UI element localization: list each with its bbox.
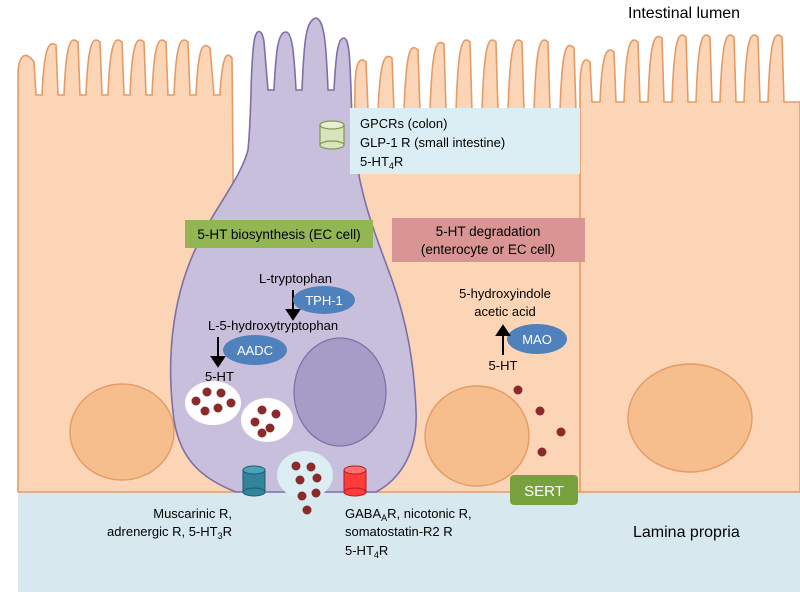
enterocyte-middle-nucleus (424, 385, 530, 487)
degradation-line1: 5-HT degradation (436, 224, 541, 239)
intestinal-lumen-label: Intestinal lumen (628, 5, 740, 22)
vesicle-1 (185, 381, 241, 425)
l5htp-label: L-5-hydroxytryptophan (208, 318, 338, 333)
arrow-5ht-to-hiaa (495, 324, 511, 355)
vesicle-2 (241, 398, 293, 442)
aadc-enzyme: AADC (223, 335, 287, 365)
tph1-enzyme: TPH-1 (293, 286, 355, 314)
basal-right-line1: GABAAR, nicotonic R, (345, 506, 472, 523)
5ht-right-label: 5-HT (489, 358, 518, 373)
lamina-propria-label: Lamina propria (633, 524, 740, 541)
lamina-propria-region (18, 478, 800, 592)
basal-left-line1: Muscarinic R, (153, 506, 232, 521)
svg-text:TPH-1: TPH-1 (305, 293, 343, 308)
serotonin-granules (513, 385, 566, 457)
enterocyte-right (579, 34, 800, 493)
5ht-left-label: 5-HT (205, 369, 234, 384)
basal-receptor-left (242, 465, 266, 497)
basal-right-line2: somatostatin-R2 R (345, 524, 453, 539)
enterocyte-left-nucleus (69, 383, 175, 481)
basal-right-line3: 5-HT4R (345, 543, 388, 560)
sert-transporter: SERT (510, 475, 578, 505)
svg-text:AADC: AADC (237, 343, 273, 358)
basal-receptor-right (343, 465, 367, 497)
hiaa-line1: 5-hydroxyindole (459, 286, 551, 301)
hiaa-line2: acetic acid (474, 304, 535, 319)
arrow-trp-to-5htp (285, 290, 301, 321)
degradation-box: 5-HT degradation (enterocyte or EC cell) (392, 218, 585, 262)
basal-left-line2: adrenergic R, 5-HT3R (107, 524, 232, 541)
biosynthesis-box: 5-HT biosynthesis (EC cell) (185, 220, 373, 248)
arrow-5htp-to-5ht (210, 337, 226, 368)
vesicle-3 (277, 451, 333, 515)
apical-receptor (319, 120, 345, 150)
biosynthesis-label: 5-HT biosynthesis (EC cell) (197, 227, 360, 242)
receptors-line1: GPCRs (colon) (360, 116, 447, 131)
receptors-box: GPCRs (colon) GLP-1 R (small intestine) … (350, 108, 580, 174)
l-tryptophan-label: L-tryptophan (259, 271, 332, 286)
degradation-line2: (enterocyte or EC cell) (421, 242, 555, 257)
receptors-line2: GLP-1 R (small intestine) (360, 135, 505, 150)
svg-text:MAO: MAO (522, 332, 552, 347)
svg-text:SERT: SERT (524, 483, 564, 500)
enterocyte-right-nucleus (627, 363, 753, 473)
mao-enzyme: MAO (507, 324, 567, 354)
receptors-line3: 5-HT4R (360, 154, 403, 171)
ec-cell-nucleus (293, 337, 387, 447)
